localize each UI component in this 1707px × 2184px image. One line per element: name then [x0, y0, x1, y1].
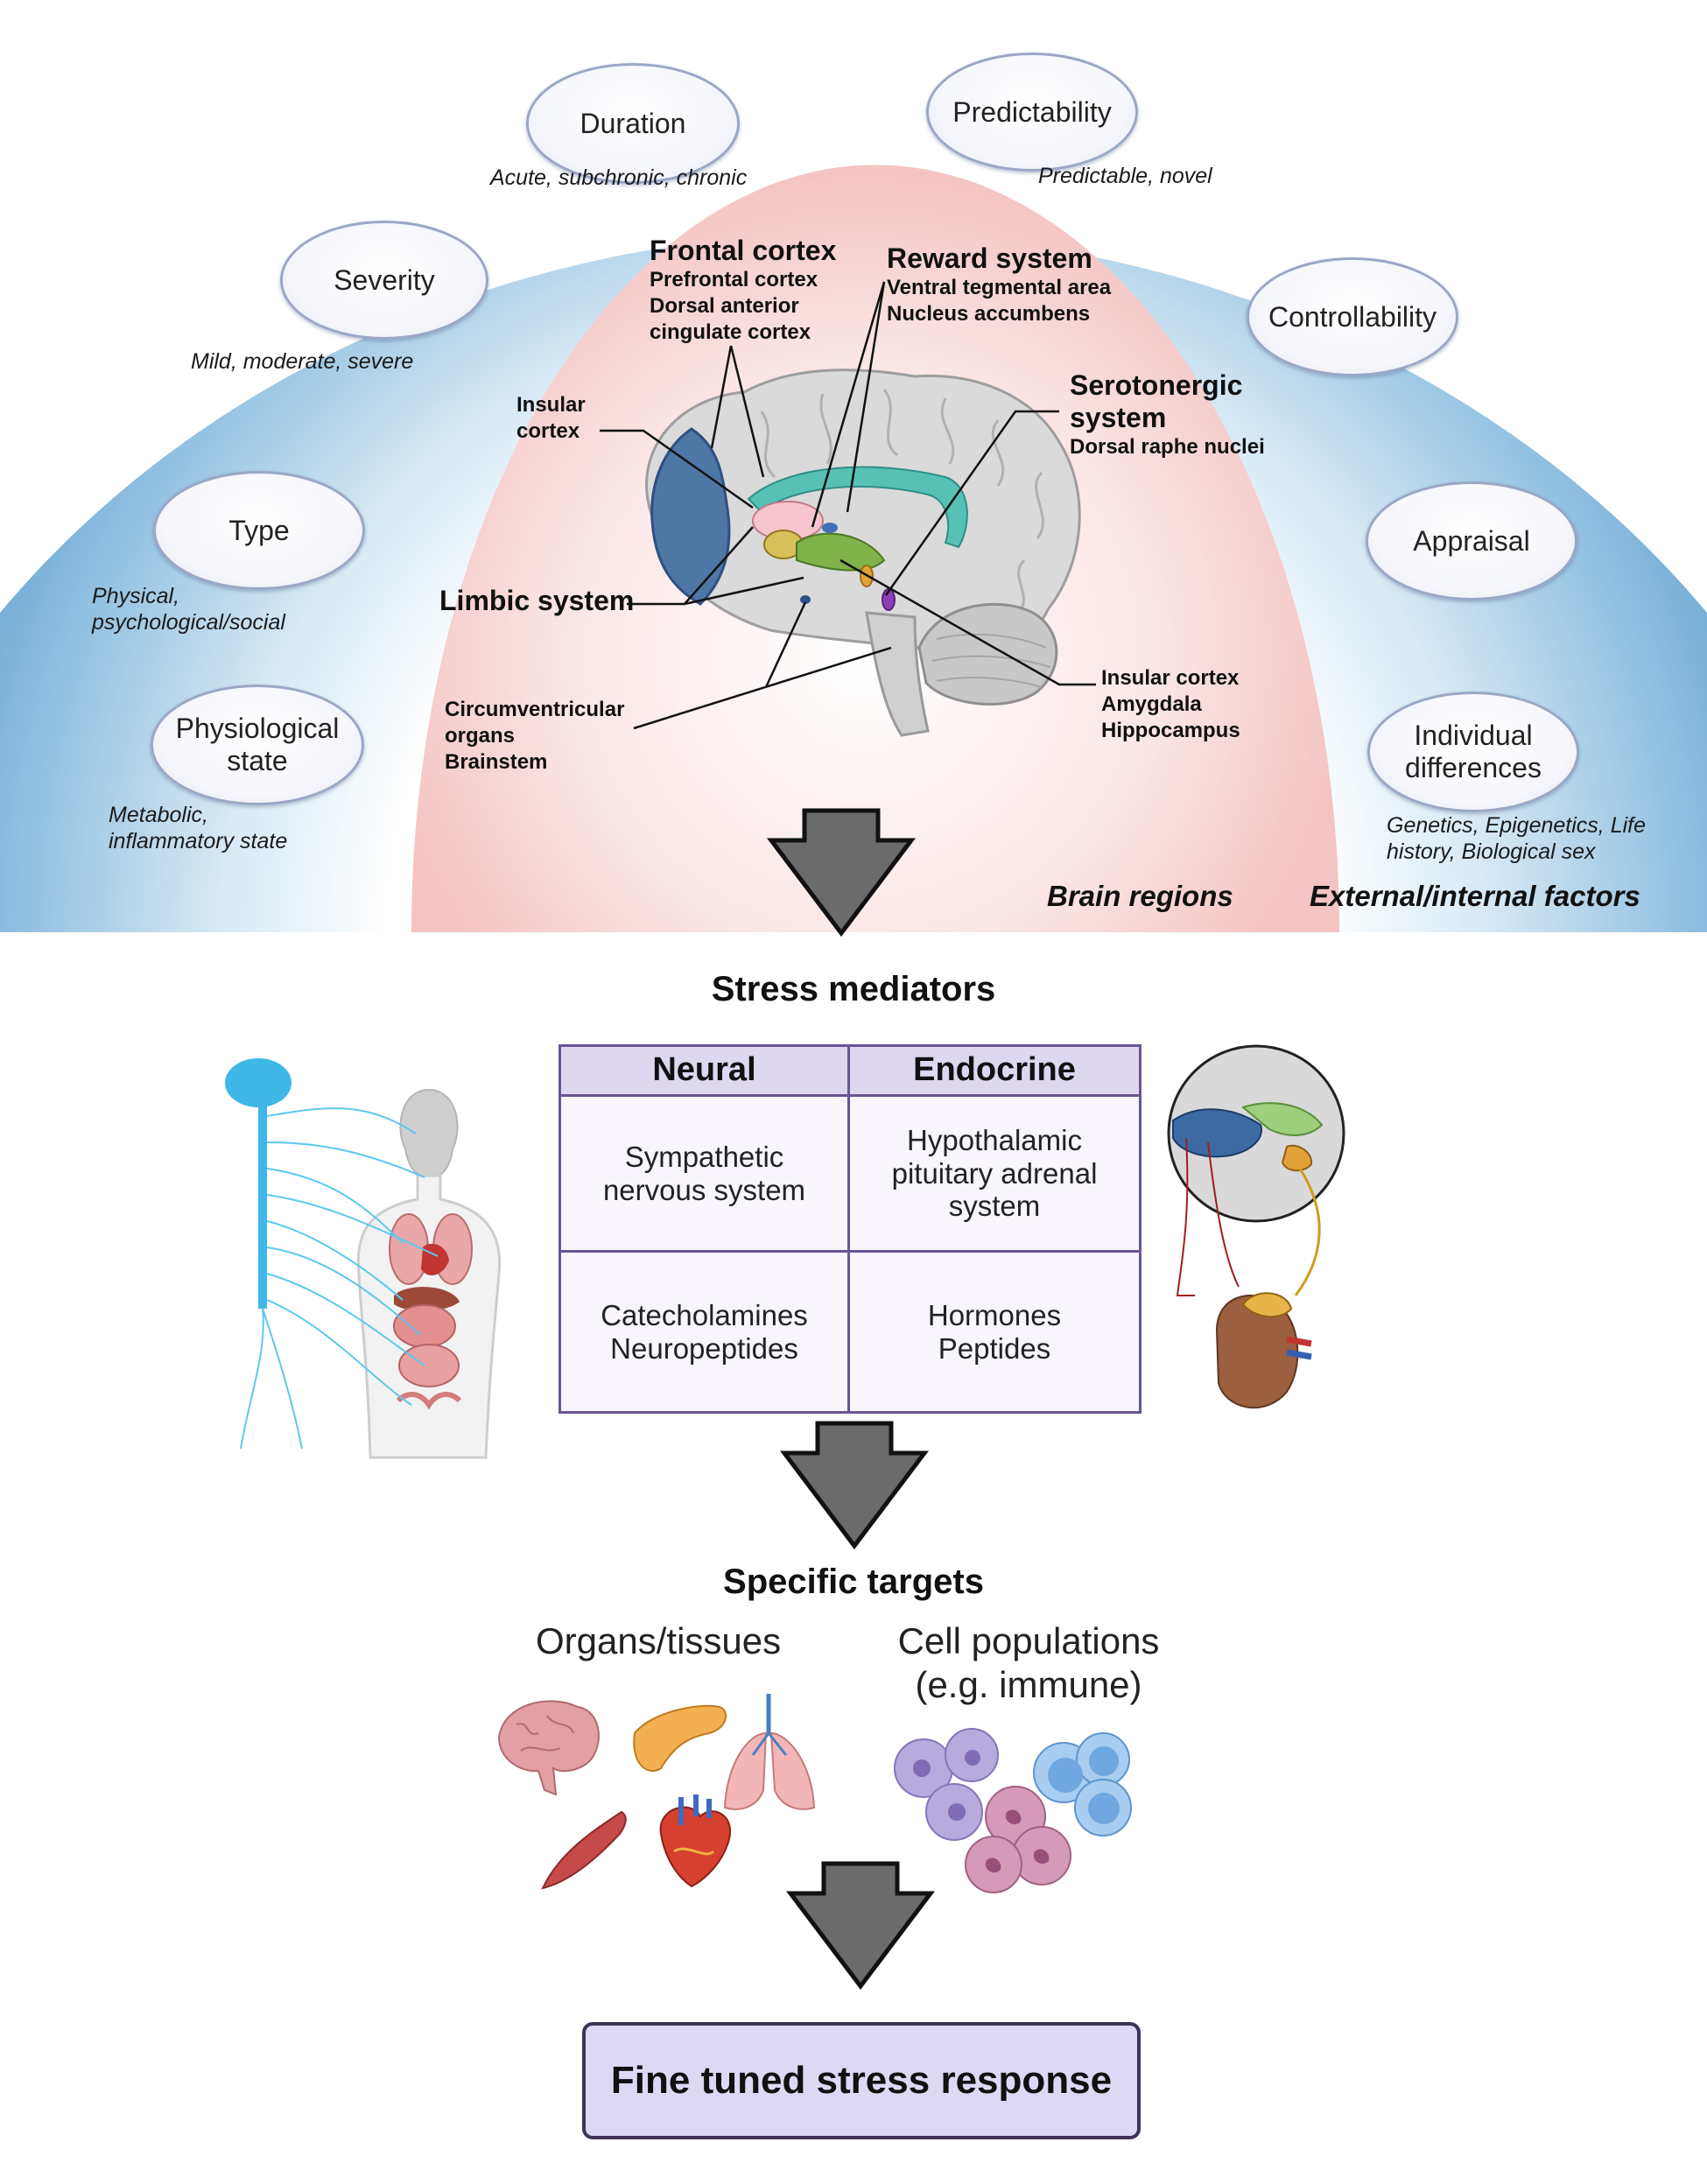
- cell-populations-line1: Cell populations: [897, 1620, 1160, 1661]
- reward-system-sub2: Nucleus accumbens: [887, 302, 1091, 326]
- type-ellipse: Type: [153, 471, 365, 590]
- physiological-state-label: Physiological state: [176, 713, 340, 777]
- controllability-ellipse: Controllability: [1247, 257, 1458, 376]
- serotonergic-sub1: Dorsal raphe nuclei: [1070, 435, 1265, 459]
- limbic-parts-label: Insular cortex Amygdala Hippocampus: [1101, 665, 1240, 744]
- duration-desc: Acute, subchronic, chronic: [490, 165, 748, 190]
- brain-organ-icon: [497, 1700, 600, 1796]
- frontal-cortex-sub3: cingulate cortex: [650, 320, 811, 344]
- physiological-label-line1: Physiological: [175, 713, 340, 745]
- serotonergic-title1: Serotonergic: [1070, 369, 1243, 401]
- insular-line1: Insular: [516, 393, 586, 417]
- neural-1-line1: Sympathetic: [624, 1140, 784, 1173]
- down-arrow-3: [785, 1861, 936, 1991]
- organs-tissues-label: Organs/tissues: [536, 1620, 782, 1661]
- duration-label: Duration: [580, 107, 686, 139]
- circumventricular-label: Circumventricular organs Brainstem: [445, 697, 624, 776]
- endocrine-2-line2: Peptides: [938, 1331, 1051, 1365]
- circum-line2: organs: [445, 724, 516, 748]
- cell-populations-label: Cell populations (e.g. immune): [884, 1619, 1173, 1706]
- serotonergic-title2: system: [1070, 402, 1167, 433]
- physiological-label-line2: state: [227, 745, 288, 776]
- insular-cortex-label: Insular cortex: [516, 392, 586, 445]
- insular-line2: cortex: [516, 419, 580, 443]
- appraisal-label: Appraisal: [1413, 524, 1530, 557]
- reward-system-title: Reward system: [887, 242, 1092, 274]
- physiological-desc-line2: inflammatory state: [109, 829, 288, 853]
- individual-differences-label: Individual differences: [1405, 720, 1542, 784]
- fine-tuned-stress-response-box: Fine tuned stress response: [582, 2022, 1141, 2139]
- neural-2-line1: Catecholamines: [601, 1298, 808, 1331]
- immune-cells-illustration: [894, 1728, 1132, 1893]
- limbic-system-label: Limbic system: [439, 585, 635, 616]
- frontal-cortex-sub2: Dorsal anterior: [650, 294, 799, 318]
- circum-line3: Brainstem: [445, 750, 548, 774]
- serotonergic-system-label: Serotonergic system Dorsal raphe nuclei: [1070, 369, 1265, 460]
- reward-system-sub1: Ventral tegmental area: [887, 276, 1112, 299]
- limbic-parts-line2: Amygdala: [1101, 692, 1202, 716]
- frontal-cortex-title: Frontal cortex: [650, 235, 837, 266]
- specific-targets-title: Specific targets: [723, 1563, 984, 1601]
- organs-illustration: [497, 1694, 816, 1890]
- circum-line1: Circumventricular: [445, 698, 625, 721]
- hpa-axis-illustration: [1167, 1044, 1345, 1408]
- endocrine-1-line1: Hypothalamic: [907, 1123, 1082, 1156]
- pancreas-icon: [633, 1704, 727, 1773]
- cell-populations-line2: (e.g. immune): [915, 1663, 1142, 1705]
- individual-label-line2: differences: [1405, 752, 1542, 783]
- frontal-cortex-sub1: Prefrontal cortex: [650, 268, 818, 291]
- type-label: Type: [228, 514, 290, 546]
- fine-tuned-stress-response-label: Fine tuned stress response: [610, 2059, 1113, 2102]
- duration-ellipse: Duration: [526, 63, 740, 184]
- severity-ellipse: Severity: [280, 221, 488, 340]
- neural-1-line2: nervous system: [602, 1173, 806, 1206]
- lungs-icon: [723, 1694, 816, 1810]
- individual-desc: Genetics, Epigenetics, Life history, Bio…: [1387, 812, 1646, 865]
- predictability-ellipse: Predictability: [926, 53, 1138, 172]
- physiological-state-ellipse: Physiological state: [151, 685, 364, 805]
- endocrine-2-line1: Hormones: [927, 1298, 1062, 1331]
- frontal-cortex-label: Frontal cortex Prefrontal cortex Dorsal …: [650, 235, 836, 346]
- heart-icon: [659, 1794, 732, 1888]
- severity-label: Severity: [334, 263, 435, 296]
- individual-desc-line2: history, Biological sex: [1387, 839, 1596, 864]
- brain-illustration: [600, 281, 1096, 737]
- type-desc-line1: Physical,: [92, 584, 180, 608]
- physiological-desc-line1: Metabolic,: [109, 803, 208, 827]
- external-factors-title: External/internal factors: [1310, 880, 1640, 912]
- endocrine-1-line3: system: [948, 1190, 1041, 1223]
- reward-system-label: Reward system Ventral tegmental area Nuc…: [887, 242, 1111, 327]
- limbic-parts-line1: Insular cortex: [1101, 666, 1240, 690]
- physiological-desc: Metabolic, inflammatory state: [109, 802, 287, 854]
- neural-2-line2: Neuropeptides: [610, 1331, 798, 1365]
- individual-differences-ellipse: Individual differences: [1367, 692, 1579, 812]
- brain-regions-title: Brain regions: [1047, 880, 1233, 912]
- limbic-parts-line3: Hippocampus: [1101, 719, 1240, 742]
- type-desc: Physical, psychological/social: [92, 583, 285, 636]
- predictability-desc: Predictable, novel: [1038, 164, 1212, 188]
- endocrine-header: Endocrine: [850, 1047, 1139, 1097]
- down-arrow-1: [766, 808, 917, 938]
- endocrine-1-line2: pituitary adrenal: [891, 1156, 1098, 1190]
- body-nervous-system-illustration: [225, 1058, 502, 1459]
- appraisal-ellipse: Appraisal: [1366, 481, 1577, 600]
- severity-desc: Mild, moderate, severe: [191, 349, 414, 374]
- individual-desc-line1: Genetics, Epigenetics, Life: [1387, 813, 1646, 838]
- stress-mediators-title: Stress mediators: [711, 970, 996, 1008]
- predictability-label: Predictability: [952, 95, 1112, 128]
- type-desc-line2: psychological/social: [92, 610, 285, 635]
- individual-label-line1: Individual: [1414, 720, 1533, 752]
- down-arrow-2: [779, 1421, 930, 1550]
- controllability-label: Controllability: [1268, 300, 1437, 333]
- muscle-icon: [541, 1810, 627, 1890]
- neural-header: Neural: [561, 1047, 850, 1097]
